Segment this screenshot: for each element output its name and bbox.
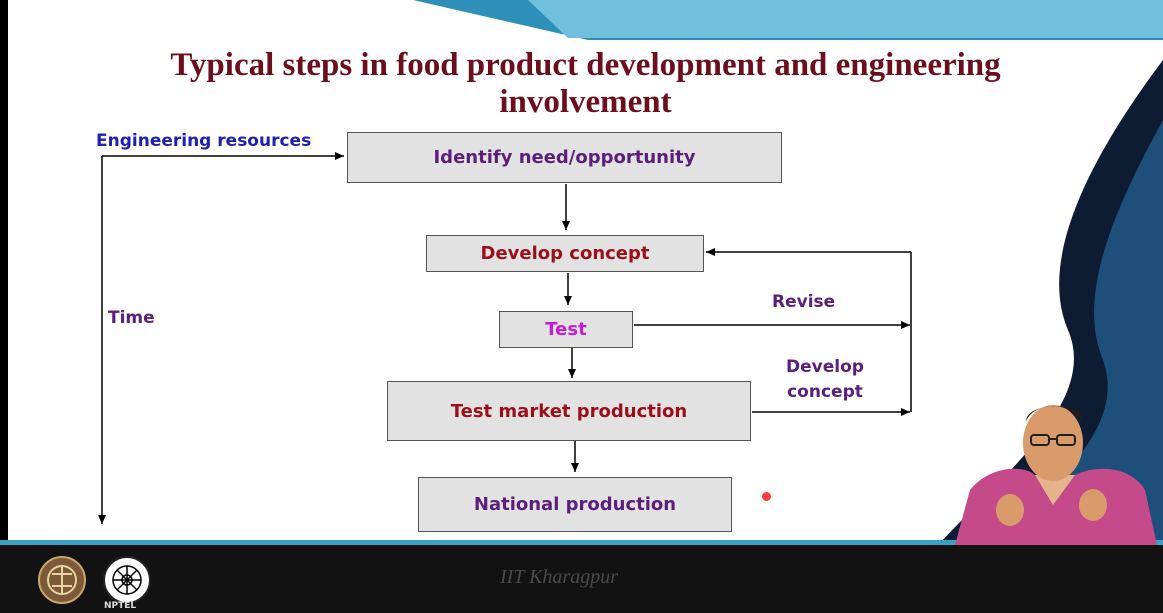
nptel-label: NPTEL	[104, 601, 137, 611]
flow-arrows	[98, 152, 912, 524]
institute-watermark: IIT Kharagpur	[500, 566, 618, 588]
box-national-production: National production	[418, 477, 732, 532]
laser-pointer-dot	[761, 491, 772, 502]
develop-concept-line1: Develop	[786, 357, 864, 377]
nptel-logo-icon	[103, 556, 151, 604]
slide: Typical steps in food product developmen…	[8, 0, 1163, 545]
revise-label: Revise	[772, 292, 836, 312]
develop-concept-line2: concept	[787, 382, 863, 402]
box-test: Test	[499, 311, 633, 348]
time-label: Time	[108, 308, 155, 328]
iit-logo-icon	[38, 556, 86, 604]
presenter-video-inset	[955, 405, 1157, 545]
develop-concept-label: Develop concept	[770, 355, 880, 405]
engineering-resources-label: Engineering resources	[96, 131, 312, 151]
slide-title-line1: Typical steps in food product developmen…	[170, 47, 1001, 83]
footer-accent-strip	[0, 540, 1163, 548]
slide-decoration	[8, 0, 1163, 545]
slide-title-line2: involvement	[499, 84, 672, 120]
box-develop-concept: Develop concept	[426, 235, 704, 272]
box-test-market-production: Test market production	[387, 381, 751, 441]
footer-bar	[0, 545, 1163, 613]
box-identify-need: Identify need/opportunity	[347, 132, 782, 183]
